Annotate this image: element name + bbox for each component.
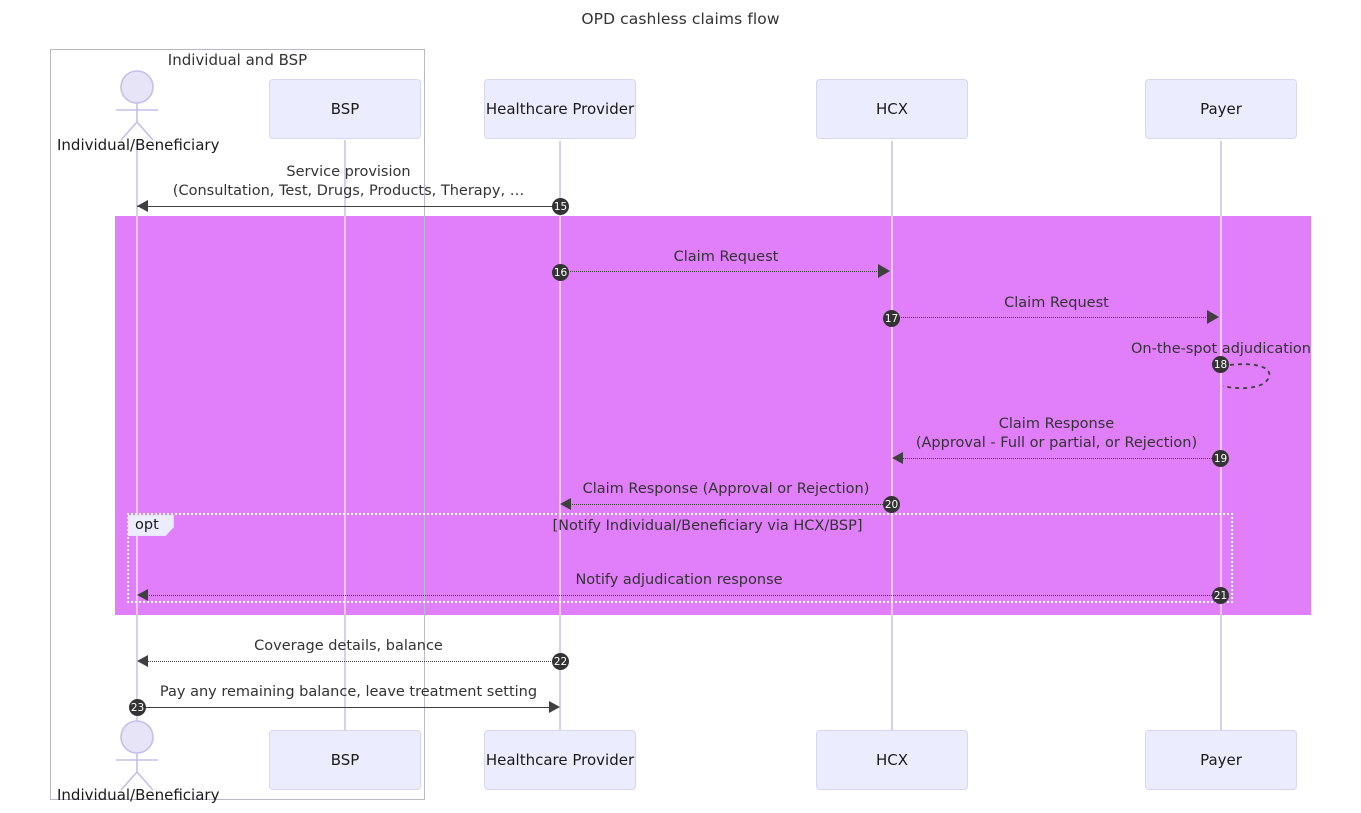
lifeline-actor: [136, 140, 138, 216]
diagram-title: OPD cashless claims flow: [581, 10, 780, 28]
seq-badge-21: 21: [1212, 587, 1229, 604]
message-line-22: [144, 661, 553, 662]
message-label-22: Coverage details, balance: [254, 638, 443, 654]
lifeline-bsp-lower: [344, 615, 346, 730]
arrow-head-17: [1207, 310, 1219, 324]
fragment-opt-tab: opt: [128, 515, 174, 536]
actor-label-top: Individual/Beneficiary: [57, 136, 220, 154]
participant-payer-bottom[interactable]: Payer: [1145, 730, 1297, 790]
seq-badge-18: 18: [1212, 356, 1229, 373]
participant-provider-top[interactable]: Healthcare Provider: [484, 79, 636, 139]
lifeline-actor-highlight: [136, 216, 138, 615]
participant-bsp-bottom[interactable]: BSP: [269, 730, 421, 790]
arrow-head-22: [137, 655, 148, 667]
arrow-head-15: [137, 200, 148, 212]
highlight-region: [115, 216, 1311, 615]
actor-individual-beneficiary-bottom[interactable]: [107, 720, 167, 792]
message-label-19-line1: Claim Response: [998, 416, 1115, 432]
arrow-head-21: [137, 589, 148, 601]
seq-badge-19: 19: [1212, 450, 1229, 467]
actor-individual-beneficiary-top[interactable]: [107, 70, 167, 142]
message-line-19: [899, 458, 1214, 459]
lifeline-provider-lower: [559, 615, 561, 730]
message-line-16: [560, 271, 885, 272]
fragment-opt-condition: [Notify Individual/Beneficiary via HCX/B…: [552, 518, 863, 534]
message-label-21: Notify adjudication response: [575, 572, 783, 588]
message-label-15-line2: (Consultation, Test, Drugs, Products, Th…: [172, 183, 525, 199]
message-label-20: Claim Response (Approval or Rejection): [582, 481, 870, 497]
actor-label-bottom: Individual/Beneficiary: [57, 786, 220, 804]
message-line-15: [137, 206, 560, 207]
seq-badge-23: 23: [129, 699, 146, 716]
participant-provider-bottom[interactable]: Healthcare Provider: [484, 730, 636, 790]
participant-payer-top[interactable]: Payer: [1145, 79, 1297, 139]
arrow-head-19: [892, 452, 903, 464]
participant-hcx-bottom[interactable]: HCX: [816, 730, 968, 790]
arrow-head-20: [560, 498, 571, 510]
group-box-label: Individual and BSP: [167, 51, 308, 69]
fragment-opt-box: [127, 513, 1233, 603]
lifeline-actor-lower: [136, 615, 138, 723]
arrow-head-16: [878, 264, 890, 278]
message-label-18: On-the-spot adjudication: [1131, 341, 1311, 357]
lifeline-bsp: [344, 140, 346, 216]
lifeline-hcx-highlight: [891, 216, 893, 615]
message-line-17: [892, 317, 1214, 318]
message-label-17: Claim Request: [1004, 295, 1109, 311]
lifeline-payer-lower: [1220, 615, 1222, 730]
seq-badge-17: 17: [883, 310, 900, 327]
message-line-23: [137, 707, 549, 708]
message-line-21: [144, 595, 1214, 596]
lifeline-hcx-lower: [891, 615, 893, 730]
seq-badge-15: 15: [552, 198, 569, 215]
message-label-15-line1: Service provision: [286, 164, 411, 180]
lifeline-bsp-highlight: [344, 216, 346, 615]
message-label-16: Claim Request: [673, 249, 779, 265]
message-label-23: Pay any remaining balance, leave treatme…: [159, 684, 538, 700]
lifeline-hcx: [891, 141, 893, 216]
message-line-20: [567, 504, 885, 505]
lifeline-payer-highlight: [1220, 216, 1222, 615]
lifeline-provider-highlight: [559, 216, 561, 615]
lifeline-provider: [559, 141, 561, 216]
group-box-individual-and-bsp: [50, 49, 425, 800]
arrow-head-23: [549, 701, 560, 713]
lifeline-payer: [1220, 141, 1222, 216]
seq-badge-20: 20: [883, 496, 900, 513]
seq-badge-16: 16: [552, 264, 569, 281]
participant-bsp-top[interactable]: BSP: [269, 79, 421, 139]
participant-hcx-top[interactable]: HCX: [816, 79, 968, 139]
actor-figure-icon: [116, 720, 158, 791]
message-label-19-line2: (Approval - Full or partial, or Rejectio…: [915, 435, 1198, 451]
self-loop-18: [1216, 358, 1286, 402]
self-loop-arc-icon: [1221, 363, 1271, 390]
actor-figure-icon: [116, 70, 158, 141]
seq-badge-22: 22: [552, 653, 569, 670]
